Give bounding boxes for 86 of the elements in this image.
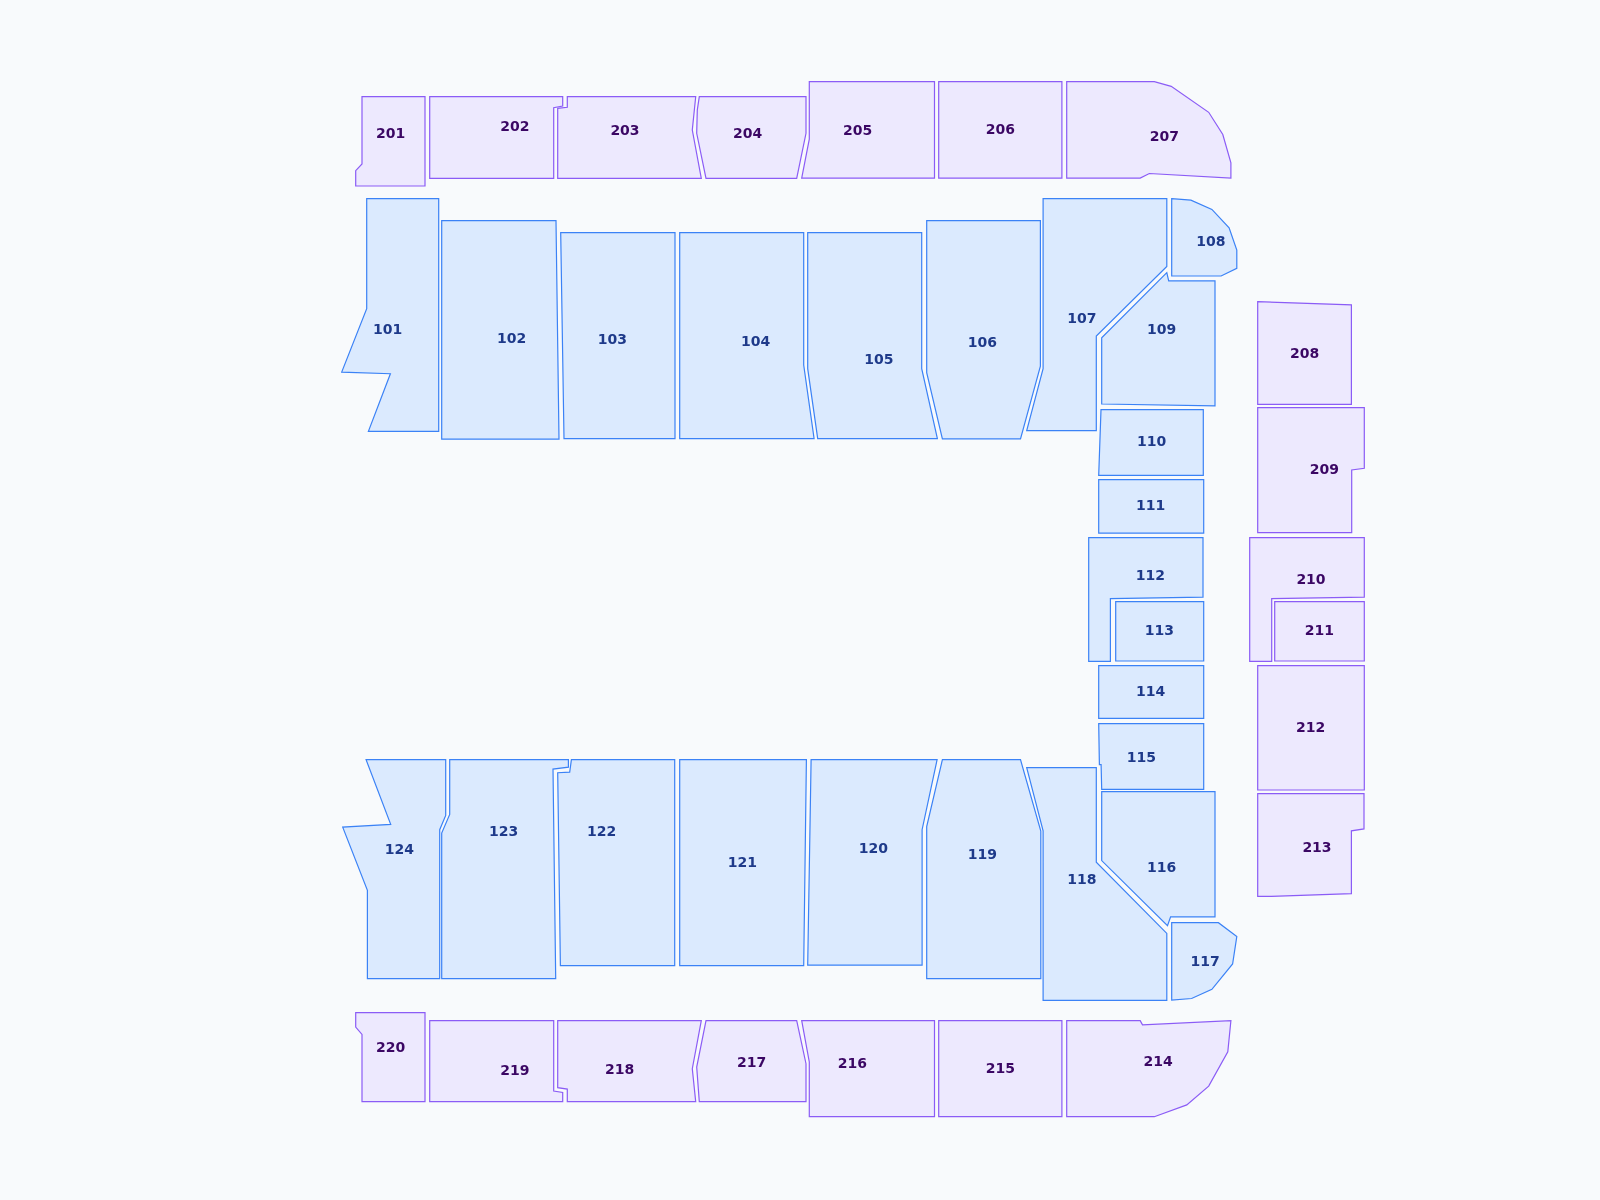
section-number: 124 bbox=[384, 841, 414, 857]
section-number: 217 bbox=[737, 1053, 767, 1070]
section-number: 118 bbox=[1067, 871, 1097, 887]
seating-section bbox=[557, 96, 702, 179]
section-number: 201 bbox=[376, 125, 406, 142]
section-number: 205 bbox=[843, 122, 873, 139]
seating-section bbox=[341, 758, 446, 979]
seating-section bbox=[428, 96, 563, 179]
section-number: 213 bbox=[1302, 839, 1332, 856]
section-number: 110 bbox=[1137, 433, 1167, 449]
section-number: 106 bbox=[967, 333, 998, 350]
section-number: 202 bbox=[500, 118, 530, 134]
section-number: 215 bbox=[985, 1059, 1016, 1076]
section-number: 115 bbox=[1126, 749, 1156, 765]
seating-section bbox=[355, 96, 426, 187]
seating-section bbox=[1257, 407, 1365, 534]
section-number: 209 bbox=[1309, 461, 1339, 477]
section-number: 103 bbox=[597, 330, 627, 347]
section-number: 210 bbox=[1296, 570, 1326, 587]
seating-section bbox=[560, 232, 676, 440]
seating-section bbox=[678, 758, 807, 966]
section-number: 113 bbox=[1144, 622, 1174, 639]
section-number: 121 bbox=[727, 853, 757, 870]
section-number: 108 bbox=[1196, 233, 1226, 250]
seating-section bbox=[1171, 197, 1238, 277]
section-number: 116 bbox=[1146, 858, 1177, 875]
section-number: 107 bbox=[1067, 309, 1097, 326]
seating-section bbox=[1066, 80, 1232, 179]
seating-section bbox=[1257, 793, 1365, 898]
section-number: 112 bbox=[1135, 567, 1165, 584]
section-number: 220 bbox=[376, 1039, 406, 1055]
section-number: 207 bbox=[1149, 127, 1179, 144]
seating-section bbox=[355, 1011, 426, 1102]
section-number: 101 bbox=[373, 321, 403, 338]
seating-section bbox=[1274, 601, 1365, 662]
section-number: 123 bbox=[489, 823, 519, 840]
section-number: 111 bbox=[1136, 497, 1166, 514]
seating-section bbox=[1257, 665, 1365, 791]
section-number: 109 bbox=[1146, 321, 1177, 338]
seating-section bbox=[557, 1019, 702, 1102]
seating-section bbox=[925, 219, 1041, 440]
section-number: 211 bbox=[1304, 622, 1334, 639]
seating-section bbox=[557, 758, 676, 966]
seating-section bbox=[806, 231, 938, 440]
section-number: 120 bbox=[858, 839, 888, 856]
seating-section bbox=[1097, 722, 1204, 790]
seating-section bbox=[441, 758, 570, 979]
section-number: 206 bbox=[985, 120, 1016, 137]
section-number: 105 bbox=[864, 350, 894, 367]
seating-section bbox=[441, 219, 560, 440]
seating-section bbox=[1101, 272, 1216, 407]
seating-section bbox=[1171, 921, 1238, 1001]
section-number: 117 bbox=[1190, 952, 1220, 969]
seating-section bbox=[1101, 791, 1216, 927]
section-number: 122 bbox=[587, 823, 617, 840]
section-number: 114 bbox=[1136, 683, 1166, 700]
seating-section bbox=[1098, 408, 1204, 476]
section-number: 212 bbox=[1296, 719, 1326, 735]
section-number: 204 bbox=[733, 124, 763, 141]
seating-section bbox=[428, 1019, 563, 1102]
section-number: 104 bbox=[741, 332, 771, 349]
section-number: 119 bbox=[967, 846, 998, 863]
seating-section bbox=[1097, 665, 1204, 719]
section-number: 218 bbox=[605, 1061, 635, 1077]
seating-section bbox=[678, 232, 815, 440]
seating-section bbox=[1088, 536, 1204, 662]
section-number: 216 bbox=[837, 1054, 867, 1071]
seating-section bbox=[341, 197, 440, 432]
seating-section bbox=[925, 758, 1042, 980]
seating-section bbox=[938, 80, 1063, 179]
section-number: 219 bbox=[500, 1062, 530, 1078]
seating-section bbox=[938, 1019, 1063, 1118]
seating-section bbox=[1066, 1019, 1232, 1118]
seating-section bbox=[1257, 300, 1353, 405]
seating-section bbox=[800, 1019, 935, 1118]
section-number: 214 bbox=[1143, 1053, 1173, 1070]
seating-section bbox=[1097, 478, 1204, 534]
seating-section bbox=[800, 80, 935, 179]
seating-section bbox=[806, 758, 938, 966]
seating-section bbox=[696, 96, 807, 179]
section-number: 208 bbox=[1290, 345, 1320, 362]
section-number: 102 bbox=[497, 330, 527, 347]
seating-section bbox=[1249, 536, 1365, 662]
seating-section bbox=[696, 1019, 807, 1102]
section-number: 203 bbox=[610, 122, 640, 138]
seating-section bbox=[1114, 601, 1204, 662]
